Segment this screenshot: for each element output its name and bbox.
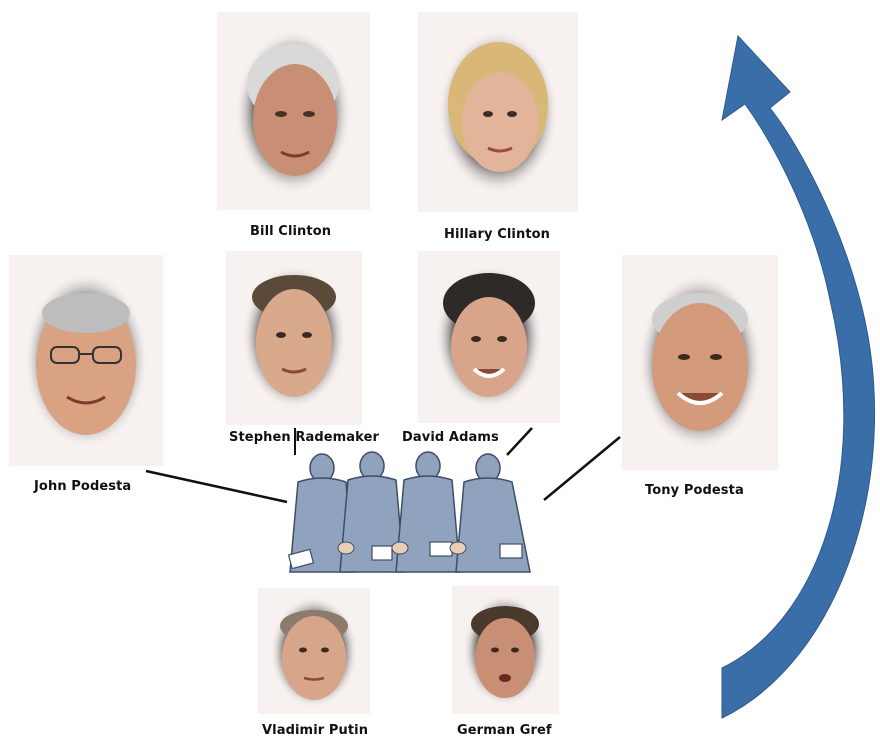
- portrait-david-adams: [418, 251, 560, 423]
- connector-tony-podesta: [543, 436, 621, 501]
- connector-david-adams: [506, 427, 533, 456]
- label-hillary-clinton: Hillary Clinton: [444, 227, 551, 242]
- portrait-german-gref: [452, 586, 559, 714]
- portrait-bill-clinton: [217, 12, 370, 210]
- label-german-gref: German Gref: [457, 723, 552, 738]
- portrait-hillary-clinton: [418, 12, 578, 212]
- label-bill-clinton: Bill Clinton: [250, 224, 332, 239]
- portrait-vladimir-putin: [258, 588, 370, 714]
- label-david-adams: David Adams: [402, 430, 499, 445]
- connector-john-podesta: [145, 469, 288, 504]
- label-vladimir-putin: Vladimir Putin: [262, 723, 369, 738]
- label-tony-podesta: Tony Podesta: [645, 483, 744, 498]
- label-stephen-rademaker: Stephen Rademaker: [229, 430, 380, 445]
- portrait-john-podesta: [9, 255, 163, 466]
- portrait-stephen-rademaker: [226, 251, 362, 425]
- label-john-podesta: John Podesta: [34, 479, 132, 494]
- portrait-tony-podesta: [622, 255, 778, 470]
